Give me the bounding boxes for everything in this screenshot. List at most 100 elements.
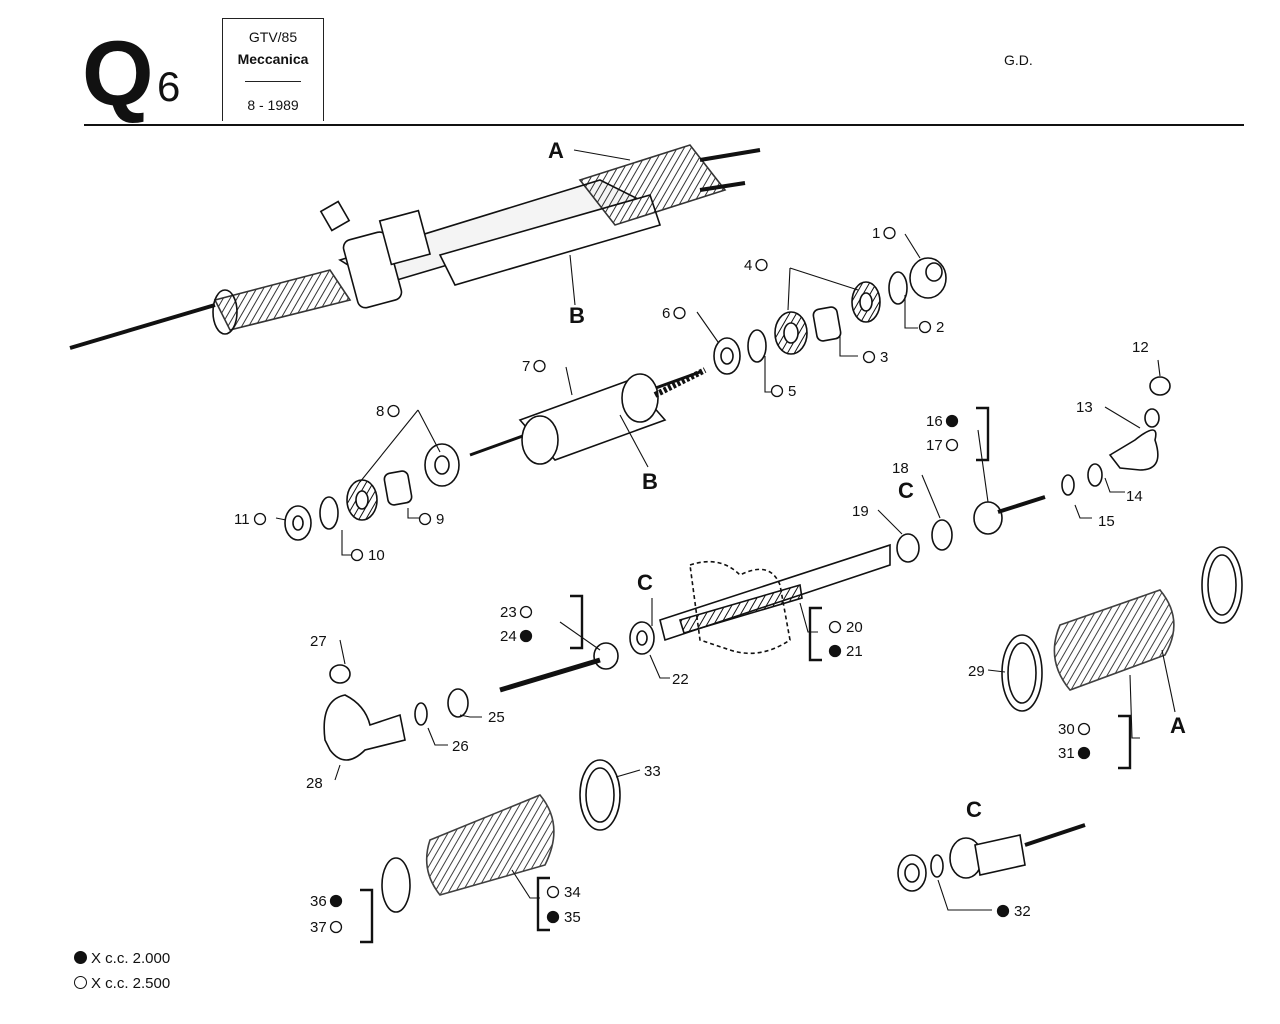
filled-dot-icon-24 [519,629,533,643]
title-block-divider [245,81,301,82]
callout-30: 30 [1058,721,1075,738]
empty-dot-icon-4 [755,258,768,272]
empty-dot-icon-7 [533,359,546,373]
callout-17: 17 [926,437,943,454]
callout-28: 28 [306,775,323,792]
steering-rack-assembly [69,144,761,350]
assembly-label-b-mid: B [642,469,658,494]
callout-23: 23 [500,604,517,621]
empty-dot-icon-8 [387,404,400,418]
callout-22: 22 [672,671,689,688]
part-drawings [69,144,1243,944]
filled-dot-icon-21 [828,644,842,658]
empty-dot-icon-20 [828,620,842,634]
callout-25: 25 [488,709,505,726]
pinion-shaft [469,367,707,465]
title-block: GTV/85 Meccanica 8 - 1989 [222,18,324,121]
empty-dot-icon [74,976,87,989]
filled-dot-icon [74,951,87,964]
group-code: G.D. [1004,52,1033,68]
left-inner-tie-rod [414,642,619,726]
assembly-label-b-top: B [569,303,585,328]
callout-11: 11 [234,511,250,528]
callout-7: 7 [522,358,530,375]
assembly-letters: A B B C C A C [548,138,1186,822]
assembly-label-a-right: A [1170,713,1186,738]
section-number: 6 [157,63,181,110]
legend-text-2000: X c.c. 2.000 [91,950,171,967]
right-boot-set [1001,546,1243,712]
right-tie-rod-end [1061,376,1171,496]
legend-item-2500: X c.c. 2.500 [74,975,170,992]
empty-dot-icon-17 [945,438,959,452]
empty-dot-icon-23 [519,605,533,619]
callout-16: 16 [926,413,943,430]
callout-10: 10 [368,547,385,564]
callout-numbers: 1234567891011121314151617181920212223242… [234,225,1149,936]
callout-21: 21 [846,643,863,660]
right-inner-tie-rod [896,495,1046,563]
callout-36: 36 [310,893,327,910]
leader-lines [275,149,1176,911]
assembly-label-c-right: C [898,478,914,503]
left-boot-set [381,759,621,913]
empty-dot-icon-2 [918,320,932,334]
empty-dot-icon-11 [253,512,267,526]
filled-dot-icon-36 [329,894,343,908]
callout-35: 35 [564,909,581,926]
pinion-bearing-set-upper [713,257,947,375]
callout-31: 31 [1058,745,1075,762]
callout-9: 9 [436,511,444,528]
callout-37: 37 [310,919,327,936]
legend-text-2500: X c.c. 2.500 [91,975,171,992]
callout-3: 3 [880,349,888,366]
callout-14: 14 [1126,488,1143,505]
callout-33: 33 [644,763,661,780]
empty-dot-icon-5 [770,384,784,398]
callout-29: 29 [968,663,985,680]
empty-dot-icon-37 [329,920,343,934]
callout-27: 27 [310,633,327,650]
callout-13: 13 [1076,399,1093,416]
empty-dot-icon-34 [546,885,560,899]
callout-1: 1 [872,225,880,242]
callout-20: 20 [846,619,863,636]
empty-dot-icon-6 [673,306,686,320]
callout-6: 6 [662,305,670,322]
left-tie-rod-end [323,664,406,761]
callout-8: 8 [376,403,384,420]
empty-dot-icon-1 [883,226,896,240]
callout-18: 18 [892,460,909,477]
callout-4: 4 [744,257,752,274]
empty-dot-icon-30 [1077,722,1091,736]
assembly-label-c-bottom: C [966,797,982,822]
inner-ball-joint-c [897,823,1086,892]
empty-dot-icon-9 [418,512,432,526]
callout-32: 32 [1014,903,1031,920]
filled-dot-icon-16 [945,414,959,428]
callout-26: 26 [452,738,469,755]
callout-15: 15 [1098,513,1115,530]
model-name: GTV/85 [248,29,298,45]
filled-dot-icon-31 [1077,746,1091,760]
legend-item-2000: X c.c. 2.000 [74,950,170,967]
issue-date: 8 - 1989 [247,97,299,113]
callout-34: 34 [564,884,581,901]
header-rule [84,124,1244,126]
filled-dot-icon-32 [996,904,1010,918]
callout-24: 24 [500,628,517,645]
callout-5: 5 [788,383,796,400]
assembly-label-c-left: C [637,570,653,595]
callout-19: 19 [852,503,869,520]
filled-dot-icon-35 [546,910,560,924]
group-name: Meccanica [237,51,309,67]
assembly-label-a-top: A [548,138,564,163]
section-letter: Q [82,23,154,125]
callout-brackets [360,406,1132,944]
callout-2: 2 [936,319,944,336]
empty-dot-icon-10 [350,548,364,562]
empty-dot-icon-3 [862,350,876,364]
pinion-bearing-set-lower [284,443,460,541]
rack-bar [629,543,891,655]
